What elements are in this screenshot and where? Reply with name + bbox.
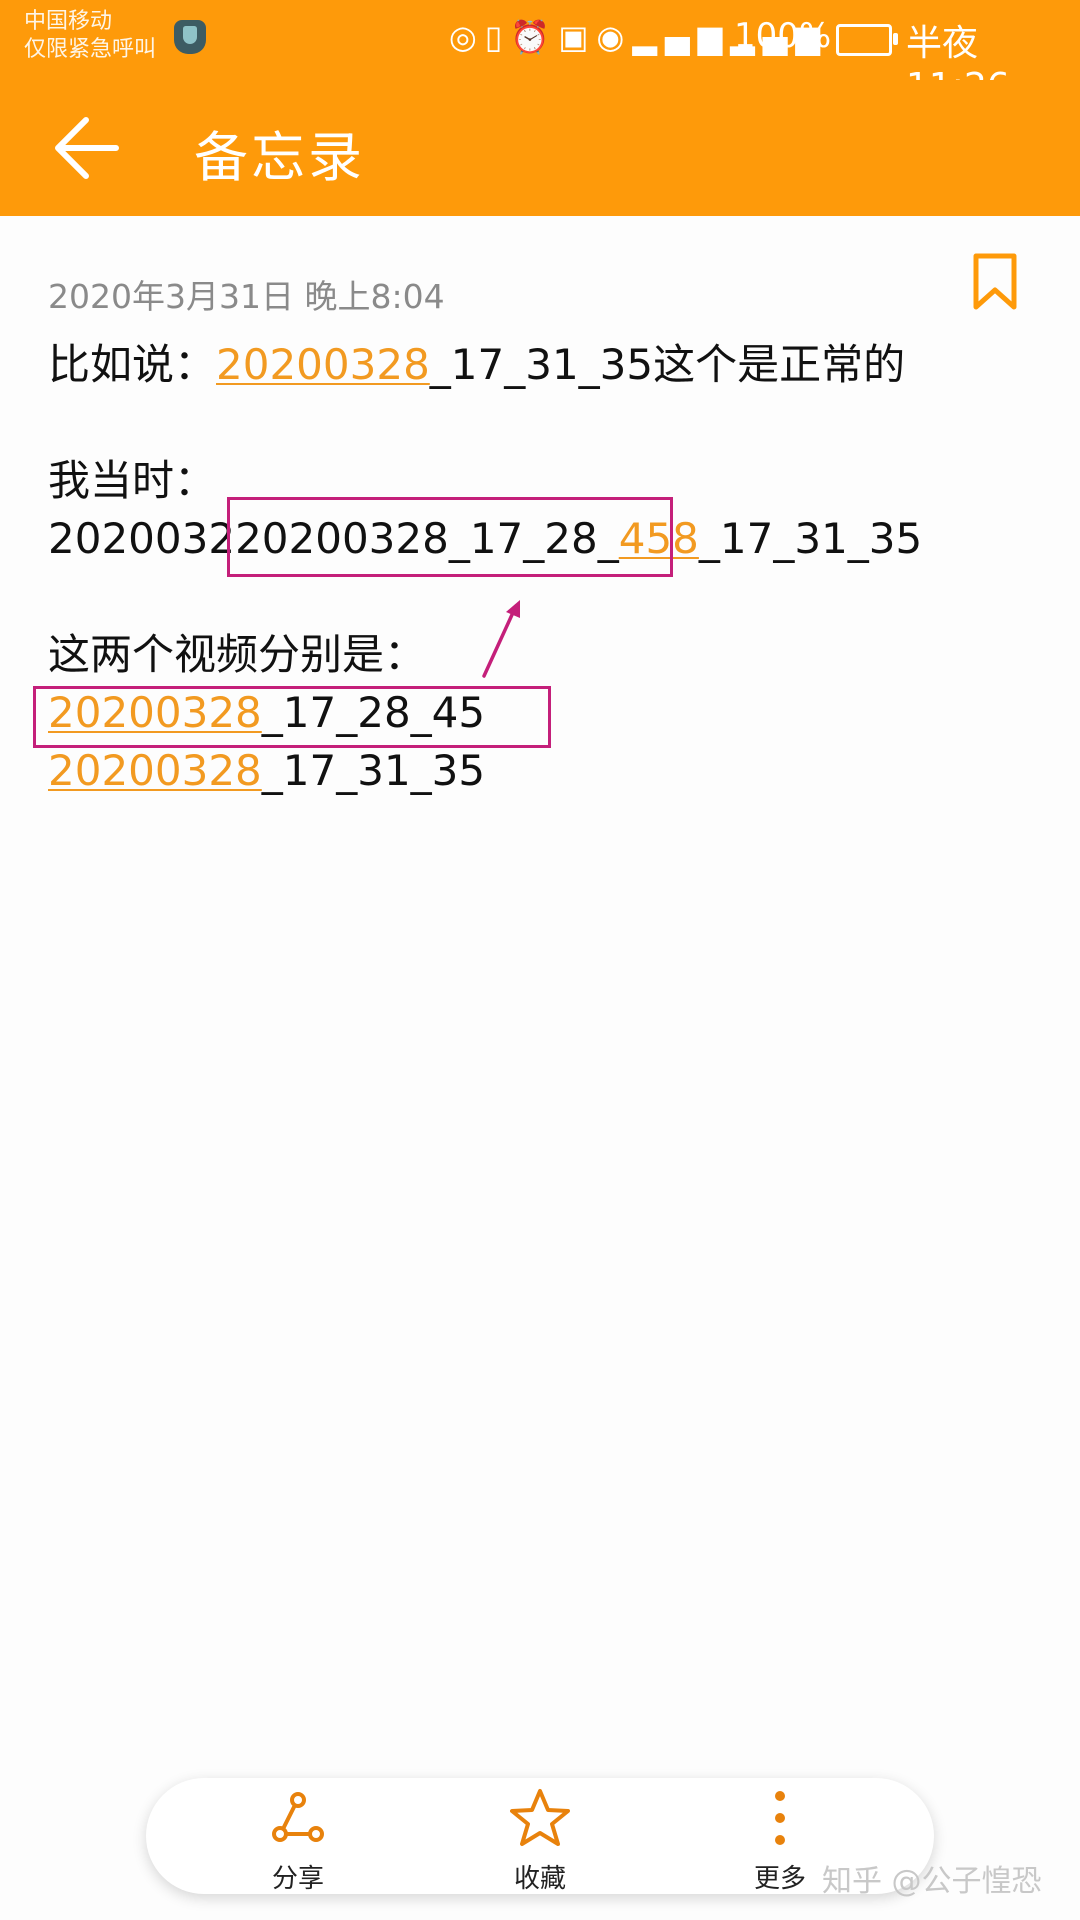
more-vertical-icon bbox=[775, 1791, 785, 1845]
note-body[interactable]: 比如说：20200328_17_31_35这个是正常的 我当时： 2020032… bbox=[48, 336, 922, 800]
date-link[interactable]: 20200328 bbox=[48, 746, 262, 795]
note-text: _17_31_35 bbox=[698, 514, 923, 563]
note-line: 202003220200328_17_28_458_17_31_35 bbox=[48, 510, 922, 568]
signal-4g-icon: ▂▄▆ bbox=[632, 18, 731, 56]
hotspot-icon: ◎ bbox=[448, 18, 485, 56]
note-line: 20200328_17_28_45 bbox=[48, 684, 922, 742]
more-button[interactable]: 更多 bbox=[680, 1778, 880, 1894]
battery-icon bbox=[836, 24, 898, 56]
note-text: 这两个视频分别是： bbox=[48, 630, 427, 679]
share-label: 分享 bbox=[271, 1864, 324, 1894]
note-text: 我当时： bbox=[48, 456, 217, 505]
note-date: 2020年3月31日 晚上8:04 bbox=[48, 277, 445, 316]
number-link[interactable]: 458 bbox=[618, 514, 699, 563]
status-bar: 中国移动 仅限紧急呼叫 ◎▯⏰▣◉▂▄▆▂▄▆ 100% 半夜11:26 bbox=[0, 0, 1080, 107]
battery-percent: 100% bbox=[734, 16, 832, 56]
note-text: 比如说： bbox=[48, 340, 217, 389]
note-line: 20200328_17_31_35 bbox=[48, 742, 922, 800]
star-icon bbox=[510, 1789, 570, 1846]
back-arrow-icon[interactable] bbox=[50, 112, 122, 184]
carrier-name: 中国移动 bbox=[24, 9, 113, 34]
more-label: 更多 bbox=[753, 1864, 806, 1894]
annotation-arrow-icon bbox=[482, 600, 520, 678]
carrier-info: 中国移动 仅限紧急呼叫 bbox=[24, 8, 156, 64]
eye-icon: ◉ bbox=[596, 18, 633, 56]
note-text: _17_31_35 bbox=[261, 746, 486, 795]
signal-icon: ▂▄▆ bbox=[730, 18, 828, 56]
security-shield-icon bbox=[174, 20, 206, 54]
app-bar: 备忘录 bbox=[0, 80, 1080, 216]
hd-icon: ▣ bbox=[558, 18, 597, 56]
note-text: 20200328_17_28_ bbox=[235, 514, 619, 563]
annotation-box-lower bbox=[33, 686, 551, 748]
annotation-box-upper bbox=[227, 497, 673, 577]
alarm-icon: ⏰ bbox=[510, 18, 559, 56]
date-link[interactable]: 20200328 bbox=[216, 340, 430, 389]
page-title: 备忘录 bbox=[194, 126, 365, 189]
watermark: 知乎 @公子惶恐 bbox=[822, 1864, 1042, 1899]
bookmark-icon[interactable] bbox=[972, 252, 1018, 312]
note-line: 比如说：20200328_17_31_35这个是正常的 bbox=[48, 336, 922, 394]
blank-line bbox=[48, 394, 922, 452]
vibrate-icon: ▯ bbox=[484, 18, 511, 56]
bottom-action-bar: 分享 收藏 更多 bbox=[146, 1778, 934, 1894]
favorite-button[interactable]: 收藏 bbox=[440, 1778, 640, 1894]
note-text: 2020032 bbox=[48, 514, 236, 563]
note-line: 这两个视频分别是： bbox=[48, 626, 922, 684]
share-button[interactable]: 分享 bbox=[198, 1778, 398, 1894]
note-text: _17_31_35这个是正常的 bbox=[429, 340, 906, 389]
share-icon bbox=[272, 1792, 324, 1842]
note-line: 我当时： bbox=[48, 452, 922, 510]
date-link[interactable]: 20200328 bbox=[48, 688, 262, 737]
status-icons: ◎▯⏰▣◉▂▄▆▂▄▆ bbox=[449, 18, 828, 56]
favorite-label: 收藏 bbox=[513, 1864, 566, 1894]
emergency-only-text: 仅限紧急呼叫 bbox=[24, 37, 157, 62]
note-text: _17_28_45 bbox=[261, 688, 486, 737]
